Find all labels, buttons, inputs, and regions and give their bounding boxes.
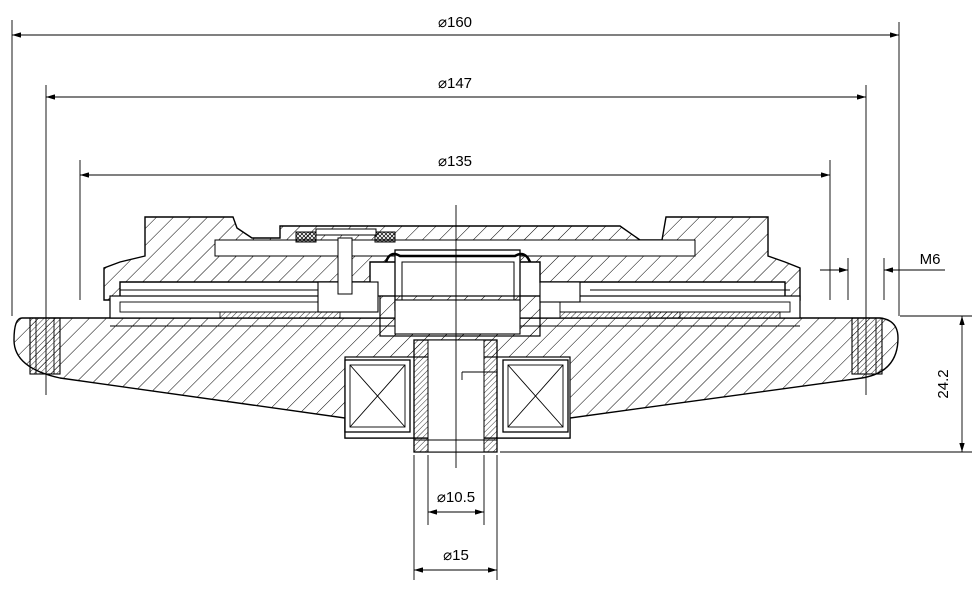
dim-label-d160: ⌀160 [438, 14, 472, 31]
gear-pads [295, 228, 396, 295]
dim-label-d10-5: ⌀10.5 [437, 489, 475, 506]
bearing-left [344, 359, 411, 433]
threaded-hole-right [851, 317, 883, 375]
dimension-d15: ⌀15 [413, 455, 498, 580]
central-hub [317, 249, 581, 337]
dimension-d10-5: ⌀10.5 [427, 455, 485, 525]
bearing-right [502, 359, 569, 433]
dim-label-height: 24.2 [935, 369, 952, 398]
dimension-d135: ⌀135 [79, 153, 831, 300]
dim-label-d147: ⌀147 [438, 75, 472, 92]
dimension-d160: ⌀160 [11, 14, 900, 316]
dim-label-d15: ⌀15 [443, 547, 469, 564]
dim-label-m6: M6 [920, 251, 941, 268]
output-shaft [413, 339, 498, 453]
dimension-m6: M6 [820, 251, 945, 300]
dim-label-d135: ⌀135 [438, 153, 472, 170]
dimension-height: 24.2 [500, 315, 972, 453]
threaded-hole-left [29, 317, 61, 375]
